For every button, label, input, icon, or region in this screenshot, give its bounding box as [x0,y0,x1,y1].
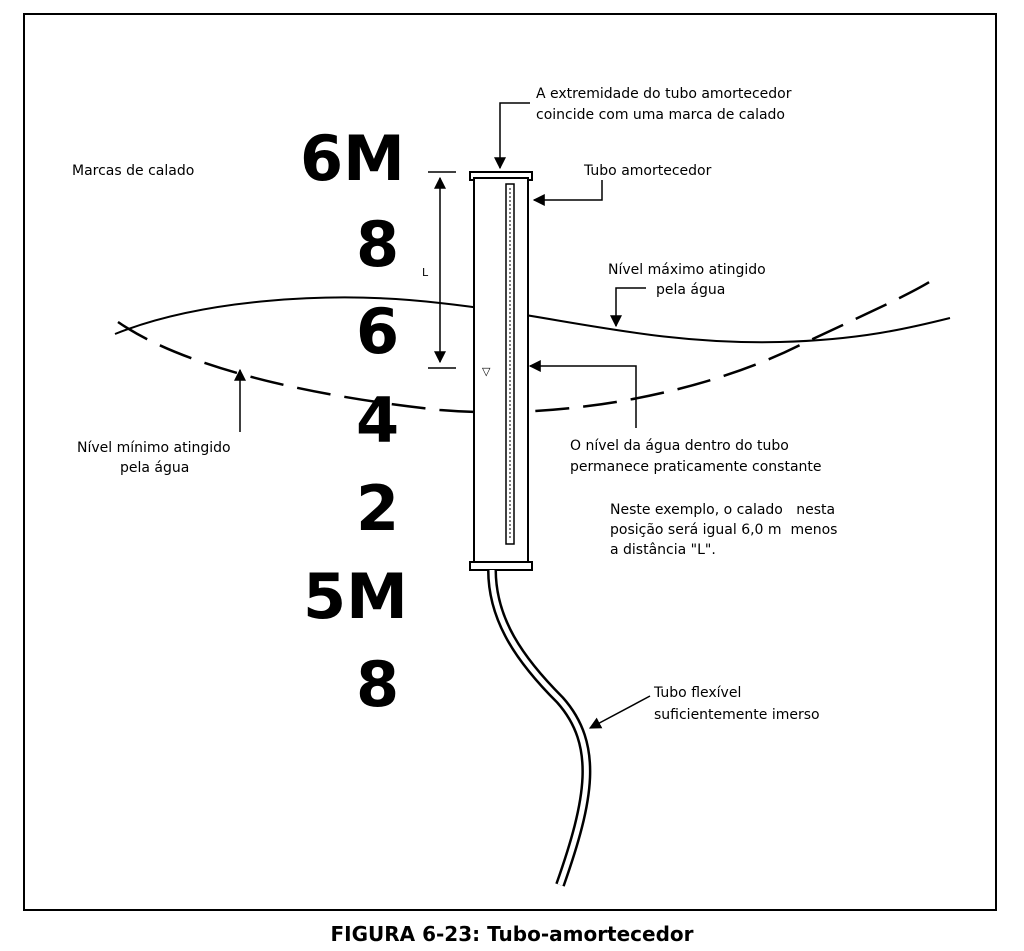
water-level-symbol: ▽ [482,365,491,378]
max-water-level-curve [114,296,951,344]
draft-mark-6: 6 [356,295,399,368]
flex-tube-line1: Tubo flexível [653,685,741,701]
draft-mark-8-lower: 8 [356,648,399,721]
draft-mark-4: 4 [356,384,399,457]
distance-l-label: L [422,266,429,279]
leader-flex-tube [588,695,651,729]
distance-l-dimension: L [422,171,456,369]
max-level-line1: Nível máximo atingido [608,262,766,278]
example-line1: Neste exemplo, o calado nesta [610,502,835,518]
top-note-line2: coincide com uma marca de calado [536,107,785,123]
figure-frame [23,13,997,911]
figure-caption: FIGURA 6-23: Tubo-amortecedor [330,922,693,946]
damper-tube [469,171,533,571]
damper-tube-label: Tubo amortecedor [583,163,712,179]
draft-mark-8-upper: 8 [356,208,399,281]
leader-damper-tube [532,180,603,206]
example-line3: a distância "L". [610,542,716,558]
flexible-tube [487,569,592,887]
leader-max-level [610,287,646,328]
max-level-line2: pela água [656,282,725,298]
inside-level-line2: permanece praticamente constante [570,459,822,475]
leader-inside-level [528,360,637,428]
flex-tube-line2: suficientemente imerso [654,707,820,723]
draft-marks-label: Marcas de calado [72,163,194,179]
leader-top-note [494,102,530,170]
example-line2: posição será igual 6,0 m menos [610,522,837,538]
top-note-line1: A extremidade do tubo amortecedor [536,86,792,102]
draft-marks: 6M 8 6 4 2 5M 8 [300,122,408,721]
min-level-line1: Nível mínimo atingido [77,440,231,456]
min-level-line2: pela água [120,460,189,476]
draft-mark-2: 2 [356,472,399,545]
draft-mark-6m: 6M [300,122,405,195]
draft-mark-5m: 5M [303,560,408,633]
inside-level-line1: O nível da água dentro do tubo [570,438,789,454]
